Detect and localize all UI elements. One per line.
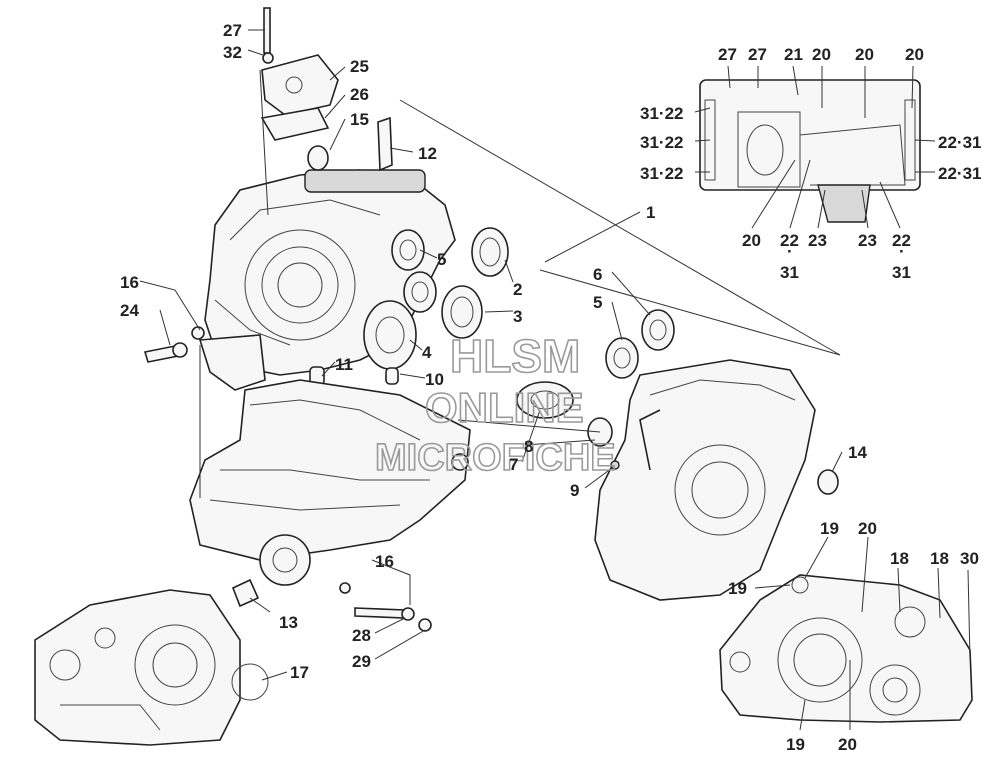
bolts — [143, 7, 432, 632]
callout: 3 — [513, 307, 522, 326]
leader-lines — [139, 29, 971, 731]
callout: 5 — [437, 250, 446, 269]
callout: 23 — [808, 231, 827, 250]
inset-top-assembly — [699, 79, 921, 223]
callout: 31·22 — [640, 164, 683, 183]
callout: 31·22 — [640, 104, 683, 123]
callout: 22·31 — [938, 133, 981, 152]
callout: 7 — [509, 455, 518, 474]
callout: 18 — [930, 549, 949, 568]
callout: 18 — [890, 549, 909, 568]
callout: 21 — [784, 45, 803, 64]
callout: 32 — [223, 43, 242, 62]
callout: 12 — [418, 144, 437, 163]
callout: 14 — [848, 443, 867, 462]
cylinder-cover — [260, 54, 339, 141]
callout: · — [787, 242, 793, 261]
callout: 20 — [742, 231, 761, 250]
callout: 24 — [120, 301, 139, 320]
callout: 31·22 — [640, 133, 683, 152]
callout: 8 — [524, 437, 533, 456]
callout: 31 — [892, 263, 911, 282]
callout: 13 — [279, 613, 298, 632]
lower-crankcase — [189, 379, 471, 561]
callout: 29 — [352, 652, 371, 671]
callout: 16 — [375, 552, 394, 571]
callouts: 27 32 25 26 15 12 1 5 2 3 4 11 10 16 24 … — [120, 21, 981, 754]
callout: 9 — [570, 481, 579, 500]
callout: 16 — [120, 273, 139, 292]
callout: 25 — [350, 57, 369, 76]
watermark: HLSM ONLINE MICROFICHE — [374, 329, 616, 480]
callout: 17 — [290, 663, 309, 682]
callout: 27 — [223, 21, 242, 40]
watermark-line3: MICROFICHE — [375, 437, 616, 479]
callout: 19 — [786, 735, 805, 754]
callout: 20 — [905, 45, 924, 64]
callout: 11 — [335, 355, 353, 374]
callout: 20 — [855, 45, 874, 64]
breather-tube — [377, 116, 393, 172]
bearings-upper — [307, 145, 509, 386]
callout: 22 — [892, 231, 911, 250]
inset-left-assembly — [34, 589, 269, 746]
inset-right-assembly — [719, 574, 973, 723]
callout: 22 — [780, 231, 799, 250]
callout: 1 — [646, 203, 655, 222]
callout: 27 — [718, 45, 737, 64]
callout: 20 — [812, 45, 831, 64]
callout: 30 — [960, 549, 979, 568]
callout: 27 — [748, 45, 767, 64]
callout: 20 — [858, 519, 877, 538]
callout: 28 — [352, 626, 371, 645]
callout: 22·31 — [938, 164, 981, 183]
watermark-line2: ONLINE — [425, 384, 584, 431]
callout: 4 — [422, 343, 432, 362]
oil-cap — [231, 534, 311, 608]
callout: 23 — [858, 231, 877, 250]
callout: 20 — [838, 735, 857, 754]
callout: 5 — [593, 293, 602, 312]
callout: 15 — [350, 110, 369, 129]
callout: · — [899, 242, 905, 261]
callout: 10 — [425, 370, 444, 389]
watermark-line1: HLSM — [450, 330, 580, 382]
callout: 26 — [350, 85, 369, 104]
callout: 31 — [780, 263, 799, 282]
callout: 6 — [593, 265, 602, 284]
callout: 2 — [513, 280, 522, 299]
right-crankcase-half — [594, 359, 816, 601]
callout: 19 — [820, 519, 839, 538]
callout: 19 — [728, 579, 747, 598]
